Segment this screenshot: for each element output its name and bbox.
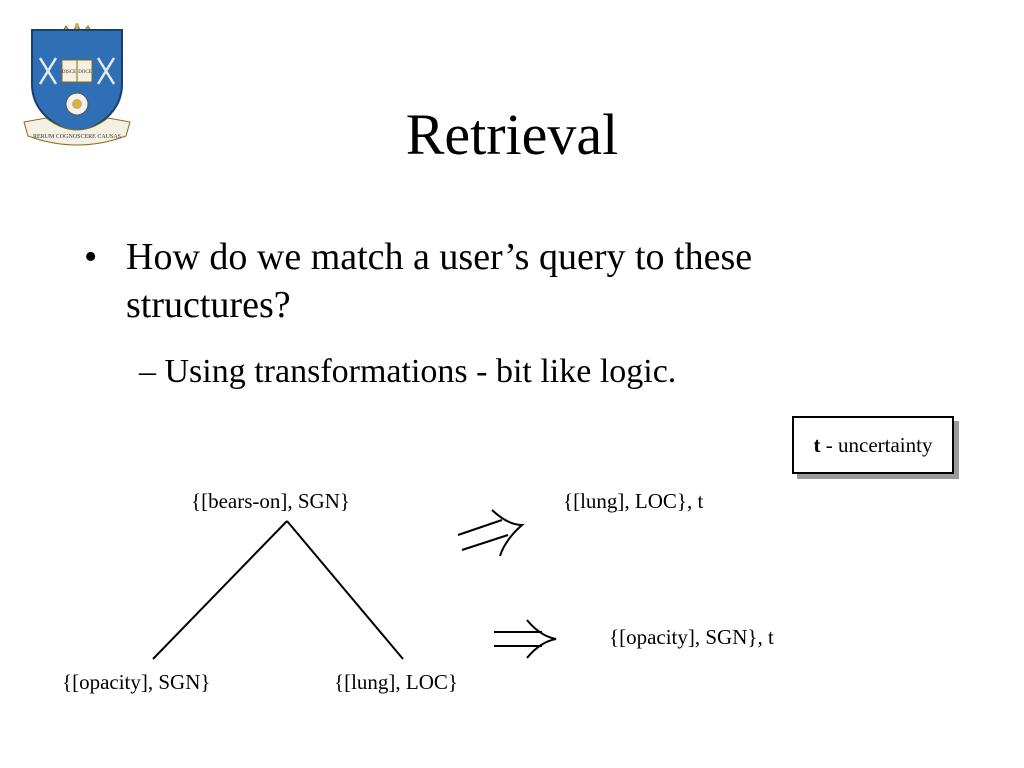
svg-text:DISCE: DISCE xyxy=(62,70,76,75)
result-second: {[opacity], SGN}, t xyxy=(609,625,774,649)
open-book-icon: DISCE DOCE xyxy=(61,59,93,83)
tree-edge-left xyxy=(152,520,288,660)
rose-icon xyxy=(65,92,89,116)
tree-left-child-node: {[opacity], SGN} xyxy=(62,670,211,694)
university-crest-logo: DISCE DOCE RERUM COGNOSCERE CAUSAS xyxy=(23,22,131,146)
legend-symbol: t xyxy=(813,433,821,457)
sub-bullet-text: – Using transformations - bit like logic… xyxy=(139,353,677,390)
bullet-marker: • xyxy=(84,236,98,278)
uncertainty-legend-box: t - uncertainty xyxy=(792,416,954,474)
motto-scroll: RERUM COGNOSCERE CAUSAS xyxy=(23,117,131,146)
crossed-arrows-icon xyxy=(38,57,58,85)
tree-right-child-node: {[lung], LOC} xyxy=(334,670,458,694)
legend-text: - uncertainty xyxy=(820,433,933,457)
tree-root-node: {[bears-on], SGN} xyxy=(191,489,350,513)
result-first: {[lung], LOC}, t xyxy=(563,489,704,513)
slide-title: Retrieval xyxy=(405,102,619,167)
svg-text:DOCE: DOCE xyxy=(78,70,92,75)
svg-text:RERUM COGNOSCERE CAUSAS: RERUM COGNOSCERE CAUSAS xyxy=(33,134,121,140)
implies-arrow-icon xyxy=(457,509,525,557)
implies-arrow-icon xyxy=(494,619,557,659)
crossed-arrows-icon xyxy=(96,57,116,85)
tree-edge-right xyxy=(286,520,404,660)
bullet-text: How do we match a user’s query to these … xyxy=(126,236,753,326)
